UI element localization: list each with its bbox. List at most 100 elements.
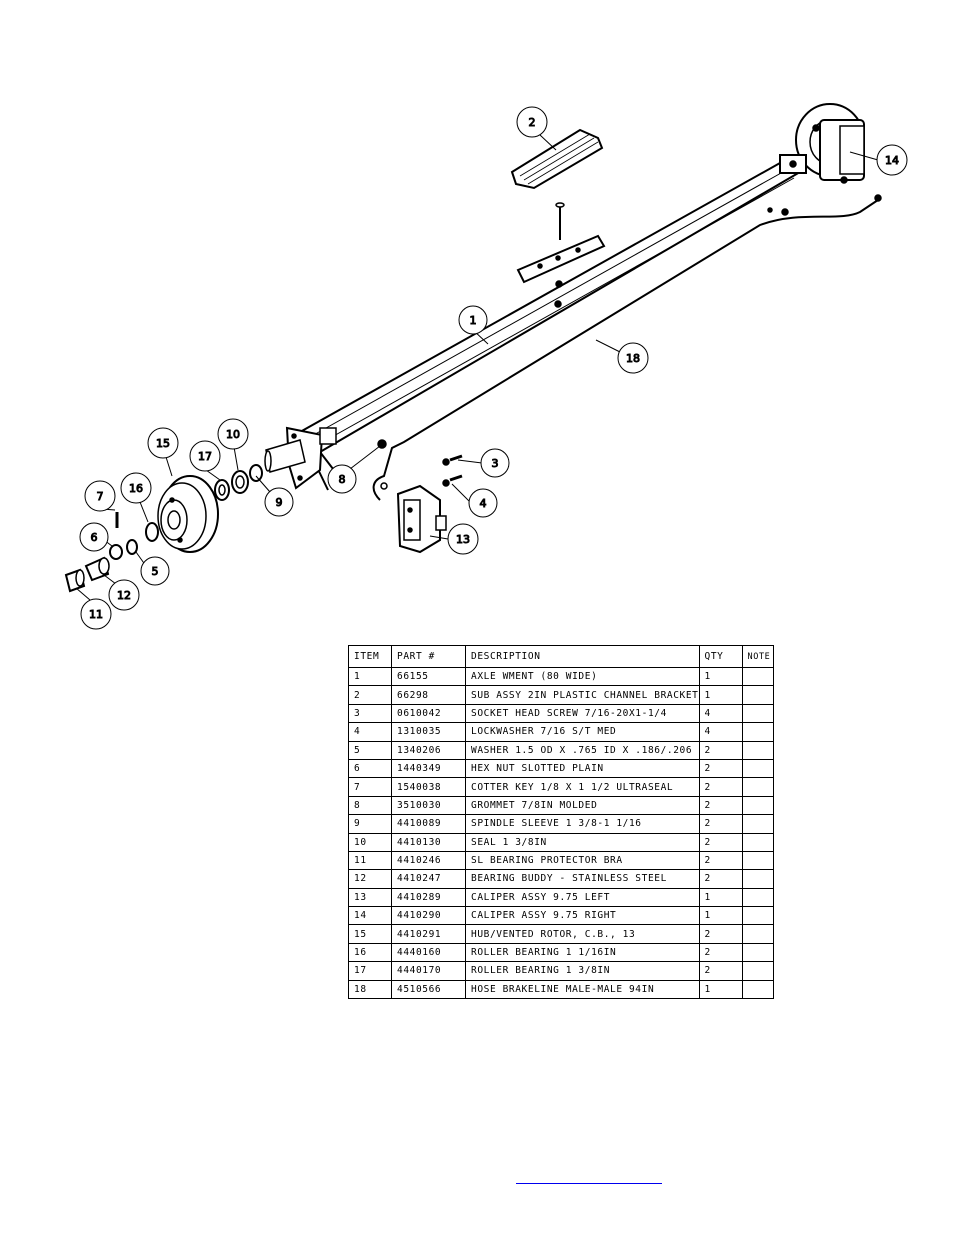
cell-item: 3 — [348, 703, 392, 724]
cell-note — [741, 722, 774, 742]
cell-description: GROMMET 7/8IN MOLDED — [465, 795, 700, 816]
callout-1: 1 — [458, 305, 488, 335]
cell-qty: 4 — [698, 722, 743, 742]
cell-description: COTTER KEY 1/8 X 1 1/2 ULTRASEAL — [465, 777, 700, 797]
cell-qty: 2 — [698, 869, 743, 889]
callout-10: 10 — [217, 418, 249, 450]
cell-note — [741, 814, 774, 834]
cell-description: WASHER 1.5 OD X .765 ID X .186/.206 — [465, 740, 700, 760]
svg-text:13: 13 — [456, 533, 470, 546]
svg-text:9: 9 — [276, 496, 283, 509]
svg-text:7: 7 — [97, 490, 104, 503]
cell-part: 4410130 — [391, 832, 466, 852]
spindle-flange-left — [264, 426, 337, 490]
hub-small-parts — [64, 464, 263, 593]
callout-12: 12 — [108, 579, 140, 611]
cell-description: HOSE BRAKELINE MALE-MALE 94IN — [465, 979, 700, 1000]
header-qty: QTY — [698, 645, 743, 668]
svg-text:6: 6 — [91, 531, 98, 544]
cell-description: SOCKET HEAD SCREW 7/16-20X1-1/4 — [465, 703, 700, 724]
cell-qty: 2 — [698, 832, 743, 852]
svg-text:4: 4 — [480, 497, 487, 510]
cell-part: 4440170 — [391, 961, 466, 981]
cell-item: 8 — [348, 795, 392, 816]
footer-link[interactable] — [516, 1170, 662, 1184]
cell-part: 4410291 — [391, 924, 466, 944]
svg-text:14: 14 — [885, 154, 899, 167]
cell-item: 4 — [348, 722, 392, 742]
cell-description: LOCKWASHER 7/16 S/T MED — [465, 722, 700, 742]
cell-item: 1 — [348, 666, 392, 687]
cell-description: SPINDLE SLEEVE 1 3/8-1 1/16 — [465, 814, 700, 834]
cell-item: 17 — [348, 961, 392, 981]
cell-qty: 2 — [698, 814, 743, 834]
callout-17: 17 — [189, 440, 221, 472]
cell-part: 4410290 — [391, 906, 466, 926]
cell-description: HEX NUT SLOTTED PLAIN — [465, 758, 700, 779]
cell-description: ROLLER BEARING 1 3/8IN — [465, 961, 700, 981]
cell-item: 6 — [348, 758, 392, 779]
cell-part: 4410289 — [391, 887, 466, 908]
cell-part: 3510030 — [391, 795, 466, 816]
header-note: NOTE — [741, 645, 774, 668]
cell-note — [741, 740, 774, 760]
cell-qty: 2 — [698, 924, 743, 944]
cell-item: 10 — [348, 832, 392, 852]
callout-11: 11 — [80, 598, 112, 630]
svg-text:17: 17 — [198, 450, 212, 463]
cell-description: AXLE WMENT (80 WIDE) — [465, 666, 700, 687]
cell-note — [741, 869, 774, 889]
cell-note — [741, 795, 774, 816]
cell-qty: 2 — [698, 850, 743, 871]
cell-note — [741, 887, 774, 908]
cell-part: 4410247 — [391, 869, 466, 889]
header-part: PART # — [391, 645, 466, 668]
right-hub-assembly — [779, 103, 865, 184]
cell-description: ROLLER BEARING 1 1/16IN — [465, 942, 700, 963]
svg-text:2: 2 — [529, 116, 536, 129]
table-header-row: ITEM PART # DESCRIPTION QTY NOTE — [348, 645, 774, 668]
cell-note — [741, 850, 774, 871]
cell-item: 7 — [348, 777, 392, 797]
cell-item: 16 — [348, 942, 392, 963]
cell-qty: 1 — [698, 685, 743, 705]
brake-line-hose — [372, 194, 882, 501]
cell-qty: 4 — [698, 703, 743, 724]
cell-item: 5 — [348, 740, 392, 760]
cell-qty: 1 — [698, 666, 743, 687]
cell-qty: 2 — [698, 740, 743, 760]
callout-14: 14 — [876, 144, 908, 176]
callout-5: 5 — [140, 556, 170, 586]
cell-note — [741, 758, 774, 779]
cell-note — [741, 924, 774, 944]
cell-note — [741, 666, 774, 687]
cell-part: 0610042 — [391, 703, 466, 724]
cell-qty: 1 — [698, 887, 743, 908]
cell-description: SUB ASSY 2IN PLASTIC CHANNEL BRACKET — [465, 685, 700, 705]
svg-text:8: 8 — [339, 473, 346, 486]
cell-note — [741, 906, 774, 926]
cell-note — [741, 703, 774, 724]
cell-description: HUB/VENTED ROTOR, C.B., 13 — [465, 924, 700, 944]
cell-item: 18 — [348, 979, 392, 1000]
cell-item: 14 — [348, 906, 392, 926]
header-item: ITEM — [348, 645, 392, 668]
callout-4: 4 — [468, 488, 498, 518]
cell-qty: 2 — [698, 795, 743, 816]
cell-description: SEAL 1 3/8IN — [465, 832, 700, 852]
cell-item: 11 — [348, 850, 392, 871]
plastic-channel-bracket — [510, 128, 606, 288]
cell-note — [741, 942, 774, 963]
exploded-axle-diagram: 2 1 18 14 3 4 8 13 9 10 17 15 16 7 6 5 1… — [64, 103, 908, 630]
